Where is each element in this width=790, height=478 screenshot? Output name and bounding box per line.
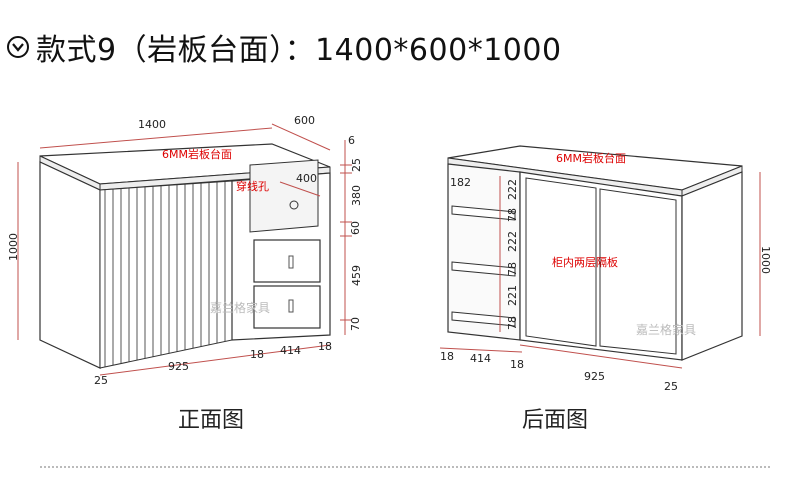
chevron-down-circle-icon [7,36,29,58]
front-dim-inner-depth: 400 [296,172,317,185]
front-dim-bottom-925: 925 [168,360,189,373]
back-dim-78c: 78 [506,316,519,330]
front-label-hole: 穿线孔 [236,179,269,193]
back-view-caption: 后面图 [522,408,589,433]
front-dim-bottom-18a: 18 [250,348,264,361]
back-dim-bottom-25: 25 [664,380,678,393]
title-text: 款式9（岩板台面）：1400*600*1000 [36,33,562,68]
back-shelf-1 [451,205,516,221]
back-dim-78b: 78 [506,262,519,276]
front-view: 1400 600 1000 6 25 380 60 459 70 400 25 … [7,114,363,387]
back-shelf-3 [451,311,516,327]
front-dim-70: 70 [349,317,362,331]
back-watermark: 嘉兰格家具 [636,322,696,337]
back-shelf-2 [451,261,516,277]
back-dim-bottom-925: 925 [584,370,605,383]
front-dim-bottom-18b: 18 [318,340,332,353]
back-dim-bottom-18a: 18 [440,350,454,363]
back-right-panel [681,171,743,361]
back-label-top: 6MM岩板台面 [556,151,626,165]
front-dim-depth: 600 [294,114,315,127]
back-dim-182: 182 [450,176,471,189]
back-dim-height: 1000 [759,246,772,274]
front-dim-459: 459 [350,265,363,286]
back-dim-78a: 78 [506,208,519,222]
front-view-caption: 正面图 [178,408,245,433]
front-dim-25: 25 [350,158,363,172]
cable-hole-icon [289,200,299,210]
front-open-niche [249,159,319,233]
front-dim-bottom-25: 25 [94,374,108,387]
back-dim-222b: 222 [506,231,519,252]
front-left-panel [39,161,101,369]
front-dim-top: 6 [348,134,355,147]
back-door-right [599,188,677,355]
back-door-left [525,177,597,347]
front-drawer-1 [253,239,321,283]
front-label-top: 6MM岩板台面 [162,147,232,161]
back-label-shelf: 柜内两层隔板 [552,255,618,269]
front-drawer-2 [253,285,321,329]
front-dim-380: 380 [350,185,363,206]
front-dim-60: 60 [349,221,362,235]
back-dim-bottom-18b: 18 [510,358,524,371]
title: 款式9（岩板台面）：1400*600*1000 [6,22,562,72]
front-watermark: 嘉兰格家具 [210,300,270,315]
back-dim-bottom-414: 414 [470,352,491,365]
back-dim-221: 221 [506,285,519,306]
back-dim-222a: 222 [506,179,519,200]
front-slat-panel [99,180,233,369]
front-dim-height: 1000 [7,233,20,261]
front-dim-width: 1400 [138,118,166,131]
back-view: 182 222 78 222 78 221 78 1000 18 414 18 … [439,145,772,393]
dotted-divider [40,466,770,468]
front-dim-bottom-414: 414 [280,344,301,357]
